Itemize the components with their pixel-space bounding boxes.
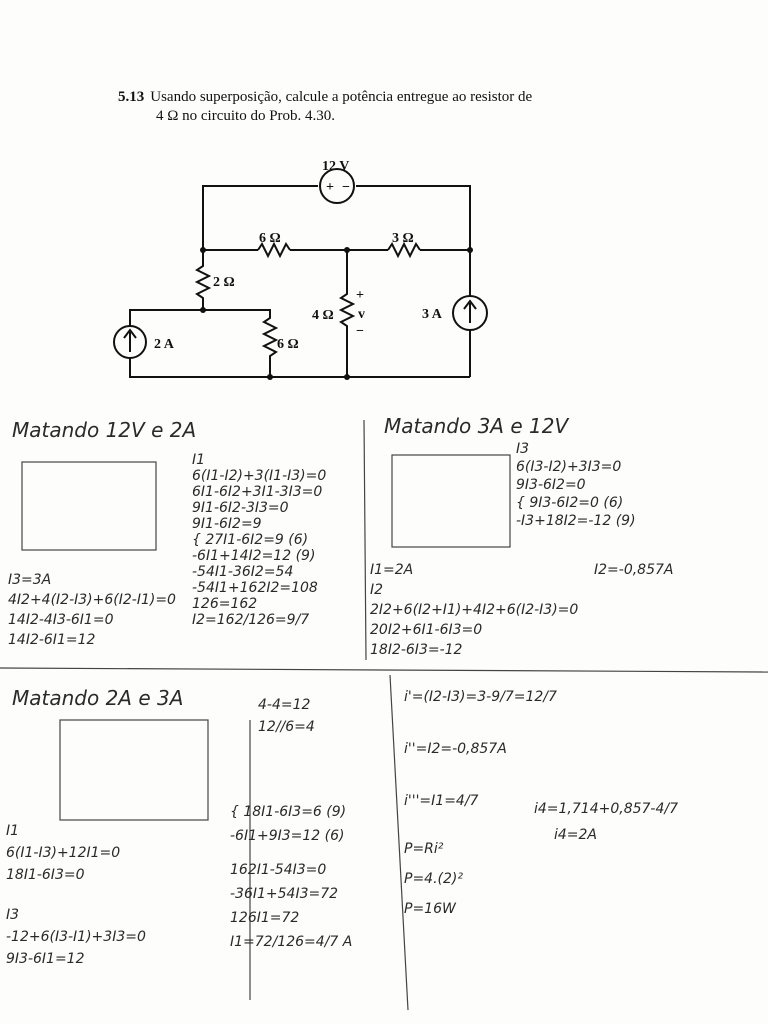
s1-line: -54I1+162I2=108 <box>192 580 318 596</box>
label-12v: 12 V <box>322 159 349 174</box>
s3m-line: 162I1-54I3=0 <box>230 862 327 878</box>
s4-line: P=4.(2)² <box>404 871 463 887</box>
section2-equations-b: I1=2A I2=-0,857A I2 2I2+6(I2+I1)+4I2+6(I… <box>370 560 673 660</box>
s4-line: i4=2A <box>554 827 598 843</box>
s1l-line: 4I2+4(I2-I3)+6(I2-I1)=0 <box>8 592 176 608</box>
s2-line: { 9I3-6I2=0 (6) <box>516 495 624 511</box>
s2-line: 6(I3-I2)+3I3=0 <box>516 459 622 475</box>
problem-line2: 4 Ω no circuito do Prob. 4.30. <box>156 108 336 124</box>
plus-v: + <box>356 288 364 303</box>
s3m-line: 126I1=72 <box>230 910 300 926</box>
s3-line: I3 <box>6 907 20 923</box>
label-v: v <box>358 307 365 322</box>
minus-sign: − <box>342 180 350 195</box>
s3-line: -12+6(I3-I1)+3I3=0 <box>6 929 146 945</box>
s1l-line: 14I2-4I3-6I1=0 <box>8 612 114 628</box>
s2-line: 20I2+6I1-6I3=0 <box>370 622 483 638</box>
s2-line: I2 <box>370 582 384 598</box>
s3-line: 9I3-6I1=12 <box>6 951 85 967</box>
heading-kill-3a-12v: Matando 3A e 12V <box>384 414 569 438</box>
section3-mid: { 18I1-6I3=6 (9) -6I1+9I3=12 (6) 162I1-5… <box>230 800 352 954</box>
s3-line: 12//6=4 <box>258 719 315 735</box>
label-3a: 3 A <box>422 307 443 322</box>
label-r2: 2 Ω <box>213 275 235 290</box>
s2-line: I3 <box>516 441 530 457</box>
s1-line: { 27I1-6I2=9 (6) <box>192 532 309 548</box>
s4-line: P=16W <box>404 901 456 917</box>
s1-line: 9I1-6I2-3I3=0 <box>192 500 289 516</box>
label-r4: 4 Ω <box>312 308 334 323</box>
s3-line: 4-4=12 <box>258 697 311 713</box>
s1-line: 126=162 <box>192 596 258 612</box>
s3m-line: -6I1+9I3=12 (6) <box>230 828 345 844</box>
s2-line: 18I2-6I3=-12 <box>370 642 463 658</box>
s4-line: i''=I2=-0,857A <box>404 741 507 757</box>
s3-line: 18I1-6I3=0 <box>6 867 85 883</box>
section1-equations: I1 6(I1-I2)+3(I1-I3)=0 6I1-6I2+3I1-3I3=0… <box>192 452 326 628</box>
s1-line: I1 <box>192 452 206 468</box>
label-2a: 2 A <box>154 337 175 352</box>
s4-line: P=Ri² <box>404 841 444 857</box>
problem-line1: Usando superposição, calcule a potência … <box>150 89 533 105</box>
s1l-line: 14I2-6I1=12 <box>8 632 96 648</box>
s2-line: -I3+18I2=-12 (9) <box>516 513 636 529</box>
heading-kill-2a-3a: Matando 2A e 3A <box>12 686 184 710</box>
section2-equations-a: I3 6(I3-I2)+3I3=0 9I3-6I2=0 { 9I3-6I2=0 … <box>516 440 636 530</box>
plus-sign: + <box>326 180 334 195</box>
s1-line: -6I1+14I2=12 (9) <box>192 548 316 564</box>
s2-line: I1=2A <box>370 562 414 578</box>
s1-line: 6I1-6I2+3I1-3I3=0 <box>192 484 323 500</box>
s2-line: 2I2+6(I2+I1)+4I2+6(I2-I3)=0 <box>370 602 579 618</box>
section3-top: 4-4=12 12//6=4 <box>258 694 315 738</box>
s3-line: I1 <box>6 823 20 839</box>
section3-left: I1 6(I1-I3)+12I1=0 18I1-6I3=0 I3 -12+6(I… <box>6 820 146 970</box>
s1-line: -54I1-36I2=54 <box>192 564 294 580</box>
s4-line: i'''=I1=4/7 <box>404 793 479 809</box>
section1-left-equations: I3=3A 4I2+4(I2-I3)+6(I2-I1)=0 14I2-4I3-6… <box>8 570 176 650</box>
label-r6-top: 6 Ω <box>259 231 281 246</box>
s3m-line: { 18I1-6I3=6 (9) <box>230 804 347 820</box>
s4-line: i4=1,714+0,857-4/7 <box>534 801 678 817</box>
s4-line: i'=(I2-I3)=3-9/7=12/7 <box>404 689 557 705</box>
heading-kill-12v-2a: Matando 12V e 2A <box>12 418 197 442</box>
label-r6-bot: 6 Ω <box>277 337 299 352</box>
minus-v: − <box>356 324 364 339</box>
label-r3: 3 Ω <box>392 231 414 246</box>
s3m-line: I1=72/126=4/7 A <box>230 934 353 950</box>
s1-line: I2=162/126=9/7 <box>192 612 310 628</box>
s1-line: 9I1-6I2=9 <box>192 516 262 532</box>
s2-line: 9I3-6I2=0 <box>516 477 586 493</box>
problem-number: 5.13 <box>118 89 145 105</box>
s1-line: 6(I1-I2)+3(I1-I3)=0 <box>192 468 327 484</box>
problem-statement: 5.13 Usando superposição, calcule a potên… <box>118 88 678 126</box>
s2-line: I2=-0,857A <box>594 562 674 578</box>
s1l-line: I3=3A <box>8 572 52 588</box>
section4-results: i'=(I2-I3)=3-9/7=12/7 i''=I2=-0,857A i''… <box>404 686 678 920</box>
s3m-line: -36I1+54I3=72 <box>230 886 339 902</box>
s3-line: 6(I1-I3)+12I1=0 <box>6 845 121 861</box>
